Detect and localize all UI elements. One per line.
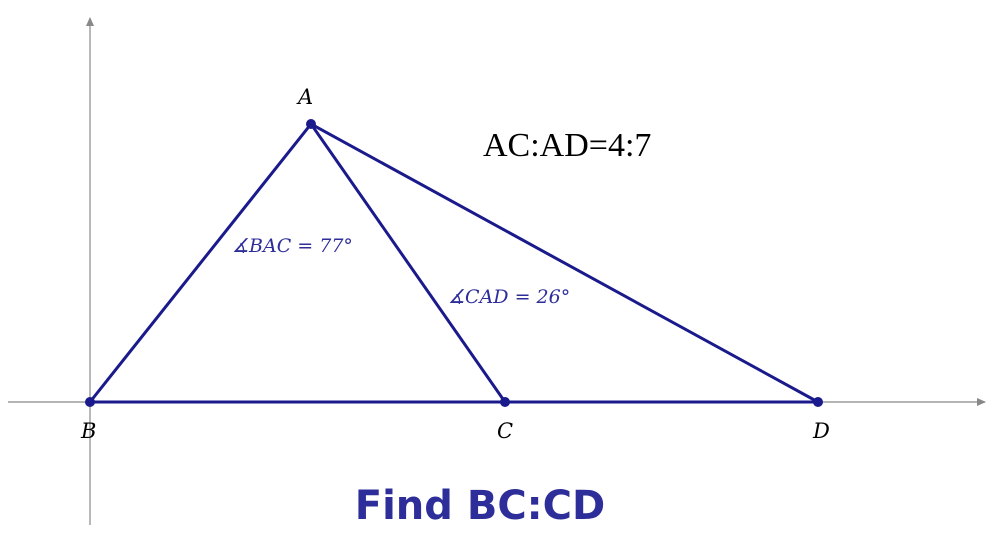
angle-bac-label: ∡BAC = 77°	[232, 235, 353, 257]
segment-ac	[309, 122, 507, 404]
point-a	[306, 119, 316, 129]
question-title: Find BC:CD	[355, 483, 605, 529]
point-b	[85, 397, 95, 407]
label-c: C	[497, 419, 513, 443]
label-d: D	[812, 419, 830, 443]
label-a: A	[296, 85, 313, 109]
label-b: B	[80, 419, 96, 443]
given-ratio: AC:AD=4:7	[483, 127, 651, 164]
point-d	[813, 397, 823, 407]
angle-cad-label: ∡CAD = 26°	[448, 286, 570, 308]
point-c	[500, 397, 510, 407]
segment-ad	[309, 122, 820, 404]
segment-ab	[88, 122, 313, 404]
